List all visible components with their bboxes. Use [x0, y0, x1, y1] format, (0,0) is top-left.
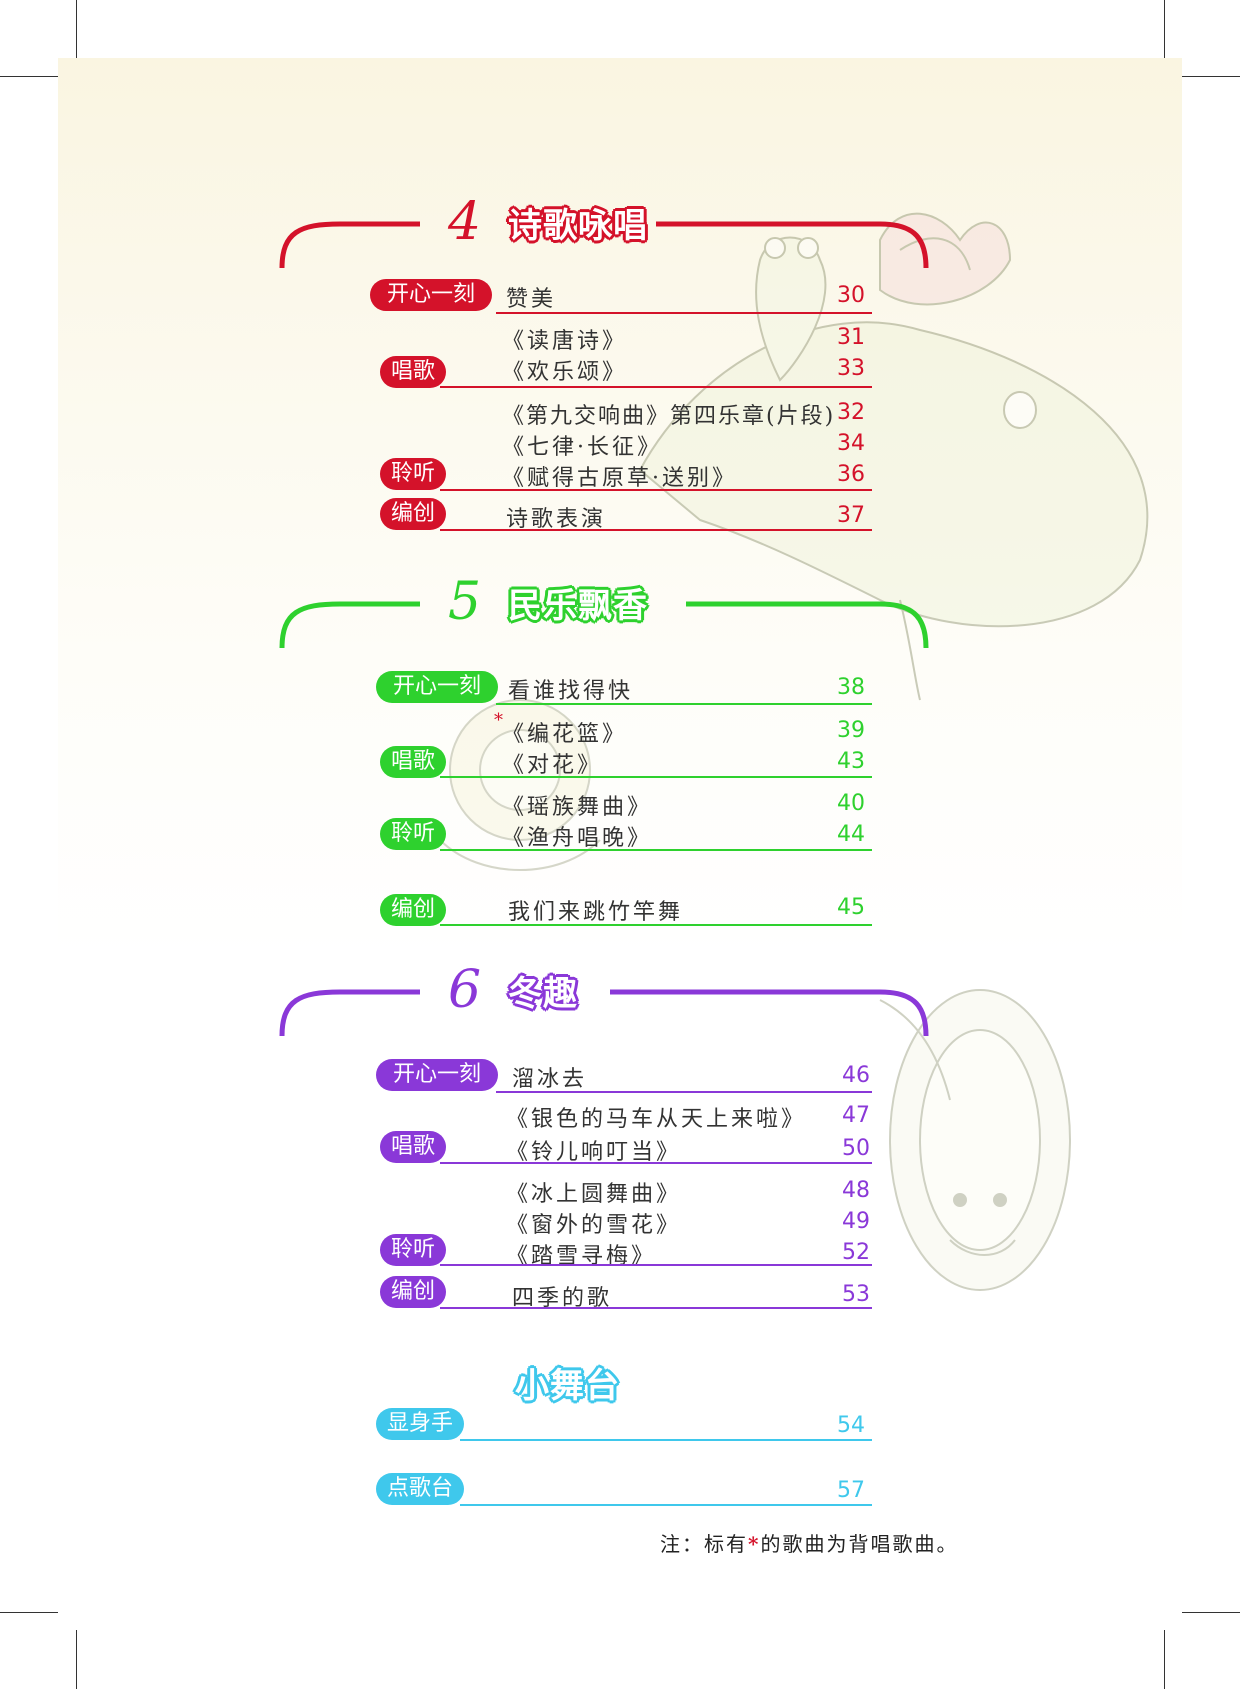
divider: [460, 1504, 872, 1506]
crop-mark: [1164, 1630, 1165, 1689]
divider: [440, 1307, 872, 1309]
label-create: 编创: [380, 1276, 446, 1308]
page-number: 43: [837, 749, 865, 774]
page-number: 30: [837, 283, 865, 308]
page-number: 52: [842, 1240, 870, 1265]
section-6-title: 冬趣: [508, 973, 578, 1014]
list-item[interactable]: 四季的歌: [512, 1286, 613, 1311]
page-number: 31: [837, 325, 865, 350]
crop-mark: [0, 1612, 58, 1613]
footnote: 注：标有*的歌曲为背唱歌曲。: [660, 1528, 958, 1557]
divider: [460, 1439, 872, 1441]
section-4-title: 诗歌咏唱: [508, 205, 648, 246]
list-item[interactable]: 赞美: [506, 287, 557, 312]
divider: [440, 924, 872, 926]
page-number: 38: [837, 675, 865, 700]
label-sing: 唱歌: [380, 1131, 446, 1163]
label-listen: 聆听: [380, 458, 446, 490]
page-number: 32: [837, 400, 865, 425]
list-item[interactable]: 《欢乐颂》: [502, 360, 628, 385]
divider: [440, 1162, 872, 1164]
divider: [496, 703, 872, 705]
page-number: 50: [842, 1136, 870, 1161]
page-number: 48: [842, 1178, 870, 1203]
page-number: 53: [842, 1282, 870, 1307]
page-number: 39: [837, 718, 865, 743]
page-number: 37: [837, 503, 865, 528]
label-sing: 唱歌: [380, 746, 446, 778]
page-number: 57: [837, 1478, 865, 1503]
list-item[interactable]: 我们来跳竹竿舞: [508, 900, 684, 925]
page-background: [58, 58, 1182, 1638]
label-listen: 聆听: [380, 818, 446, 850]
crop-mark: [1182, 76, 1240, 77]
label-song-request: 点歌台: [376, 1473, 464, 1505]
divider: [440, 776, 872, 778]
list-item[interactable]: 看谁找得快: [508, 679, 634, 704]
list-item[interactable]: 溜冰去: [512, 1067, 588, 1092]
page-number: 40: [837, 791, 865, 816]
list-item[interactable]: 《窗外的雪花》: [506, 1213, 682, 1238]
section-6-number: 6: [448, 960, 482, 1020]
list-item[interactable]: 《渔舟唱晚》: [502, 826, 653, 851]
crop-mark: [1164, 0, 1165, 58]
label-fun: 开心一刻: [376, 671, 498, 703]
divider: [496, 312, 872, 314]
crop-mark: [1182, 1612, 1240, 1613]
label-sing: 唱歌: [380, 356, 446, 388]
divider: [440, 489, 872, 491]
label-create: 编创: [380, 894, 446, 926]
label-create: 编创: [380, 498, 446, 530]
section-5-header: 5 民乐飘香: [448, 572, 648, 632]
page-number: 46: [842, 1063, 870, 1088]
label-fun: 开心一刻: [370, 279, 492, 311]
divider: [440, 1264, 872, 1266]
list-item[interactable]: 《第九交响曲》第四乐章(片段): [502, 404, 836, 429]
page-number: 36: [837, 462, 865, 487]
divider: [496, 1091, 872, 1093]
section-5-number: 5: [448, 572, 482, 632]
list-item[interactable]: 《七律·长征》: [502, 435, 662, 460]
list-item[interactable]: 《瑶族舞曲》: [502, 795, 653, 820]
crop-mark: [0, 76, 58, 77]
list-item[interactable]: 《对花》: [502, 753, 603, 778]
list-item[interactable]: 《冰上圆舞曲》: [506, 1182, 682, 1207]
divider: [440, 529, 872, 531]
crop-mark: [76, 1630, 77, 1689]
list-item[interactable]: 《赋得古原草·送别》: [502, 466, 737, 491]
label-show-skill: 显身手: [376, 1408, 464, 1440]
footnote-prefix: 注：标有: [660, 1532, 748, 1556]
list-item[interactable]: 诗歌表演: [506, 507, 607, 532]
section-6-header: 6 冬趣: [448, 960, 578, 1020]
list-item[interactable]: 《铃儿响叮当》: [506, 1140, 682, 1165]
page-number: 33: [837, 356, 865, 381]
divider: [440, 849, 872, 851]
section-4-header: 4 诗歌咏唱: [448, 192, 648, 252]
page-number: 44: [837, 822, 865, 847]
star-icon: *: [748, 1532, 761, 1556]
list-item[interactable]: 《读唐诗》: [502, 329, 628, 354]
footnote-suffix: 的歌曲为背唱歌曲。: [760, 1532, 959, 1556]
page-number: 47: [842, 1103, 870, 1128]
label-listen: 聆听: [380, 1234, 446, 1266]
memorize-star-icon: *: [494, 710, 503, 731]
label-fun: 开心一刻: [376, 1059, 498, 1091]
page-number: 54: [837, 1413, 865, 1438]
list-item[interactable]: 《编花篮》: [502, 722, 628, 747]
page-number: 45: [837, 895, 865, 920]
divider: [440, 386, 872, 388]
crop-mark: [76, 0, 77, 58]
page-number: 34: [837, 431, 865, 456]
section-5-title: 民乐飘香: [508, 585, 648, 626]
section-4-number: 4: [448, 192, 482, 252]
page-number: 49: [842, 1209, 870, 1234]
stage-title: 小舞台: [515, 1366, 620, 1406]
list-item[interactable]: 《银色的马车从天上来啦》: [506, 1107, 807, 1132]
